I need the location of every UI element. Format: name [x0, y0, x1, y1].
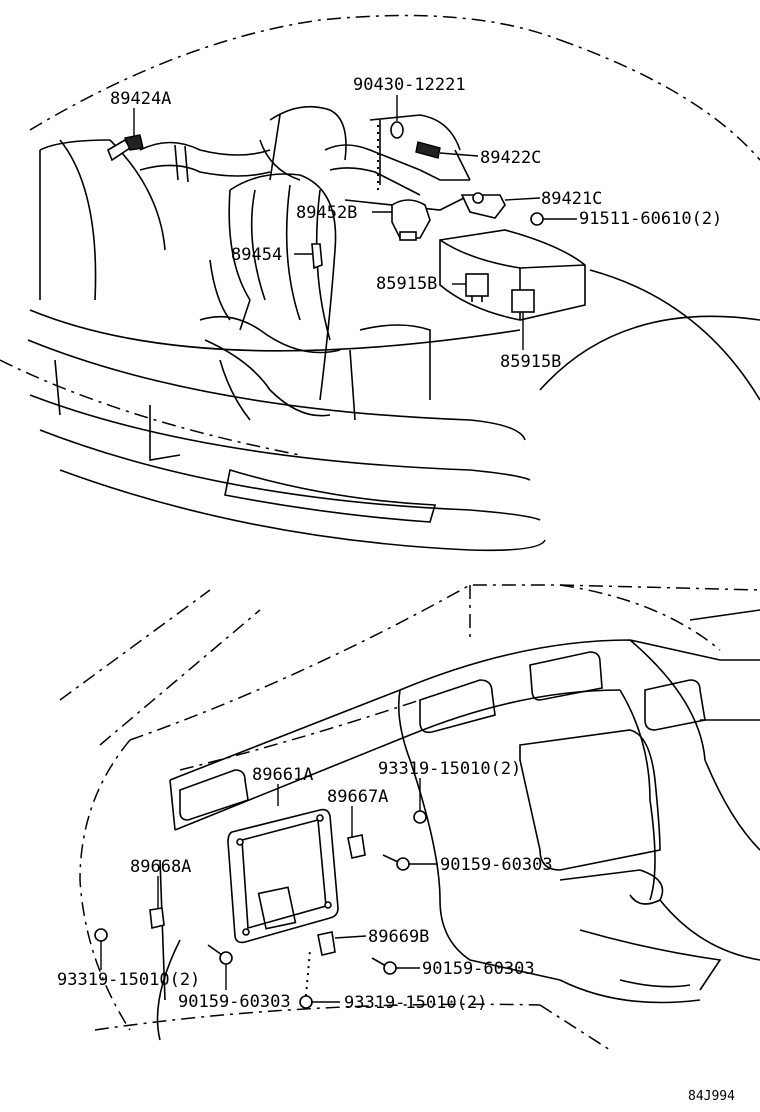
label-85915B-b: 85915B [500, 352, 561, 372]
part-89667A-bracket[interactable] [347, 806, 366, 859]
part-93319-15010-nut-top[interactable] [413, 778, 427, 824]
part-90430-12221-gasket[interactable] [390, 95, 404, 139]
part-90159-60303-bolt-left[interactable] [207, 944, 233, 990]
part-89669B-bracket[interactable] [317, 931, 367, 956]
part-89452B-sensor[interactable] [372, 199, 431, 241]
label-90159-60303-right: 90159-60303 [422, 959, 535, 979]
part-90159-60303-bolt-right[interactable] [371, 957, 420, 975]
label-91511-60610: 91511-60610(2) [579, 209, 722, 229]
label-93319-15010-left: 93319-15010(2) [57, 970, 200, 990]
label-93319-15010-top: 93319-15010(2) [378, 759, 521, 779]
part-91511-60610-bolt[interactable] [530, 212, 577, 226]
part-89421C-sensor[interactable] [460, 192, 541, 219]
label-89668A: 89668A [130, 857, 191, 877]
label-89424A: 89424A [110, 89, 171, 109]
part-85915B-relay-a[interactable] [452, 273, 489, 302]
part-89668A-bracket[interactable] [149, 876, 165, 929]
part-85915B-relay-b[interactable] [511, 289, 535, 350]
label-89421C: 89421C [541, 189, 602, 209]
engine-bay-illustration [0, 14, 760, 552]
label-90159-60303-left: 90159-60303 [178, 992, 291, 1012]
part-93319-15010-nut-left[interactable] [94, 928, 108, 970]
label-89452B: 89452B [296, 203, 357, 223]
label-90159-60303-top: 90159-60303 [440, 855, 553, 875]
part-89661A-ecu[interactable] [227, 784, 339, 944]
part-89454-sensor[interactable] [294, 243, 323, 270]
part-89424A-sensor[interactable] [107, 108, 144, 162]
label-85915B-a: 85915B [376, 274, 437, 294]
label-89669B: 89669B [368, 927, 429, 947]
label-89667A: 89667A [327, 787, 388, 807]
part-93319-15010-nut-bottom[interactable] [299, 949, 340, 1009]
part-89422C-sensor[interactable] [415, 141, 479, 159]
dashboard-illustration [59, 584, 760, 1051]
label-93319-15010-bottom: 93319-15010(2) [344, 993, 487, 1013]
label-89422C: 89422C [480, 148, 541, 168]
part-90159-60303-bolt-top[interactable] [382, 854, 438, 871]
label-89661A: 89661A [252, 765, 313, 785]
label-89454: 89454 [231, 245, 282, 265]
label-90430-12221: 90430-12221 [353, 75, 466, 95]
diagram-reference-code: 84J994 [688, 1089, 735, 1104]
